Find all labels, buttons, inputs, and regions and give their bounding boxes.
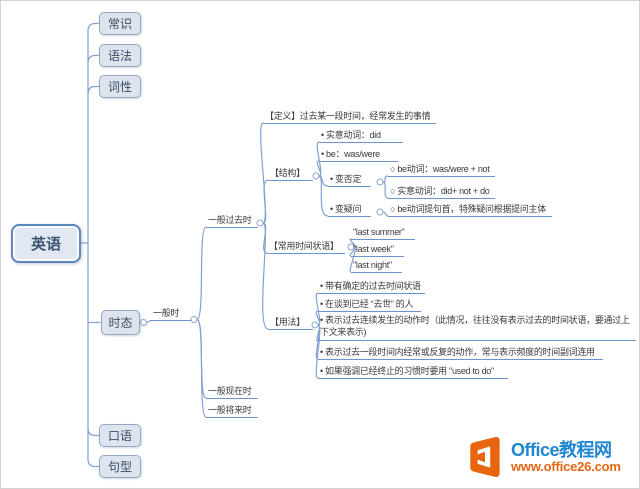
root-topic-english[interactable]: 英语 <box>11 224 81 263</box>
node-negative-be-rule[interactable]: ○ be动词：was/were + not <box>388 163 496 177</box>
node-past-usage-label[interactable]: 【用法】 <box>268 316 313 330</box>
branch-line <box>87 54 99 64</box>
collapse-toggle[interactable] <box>311 321 319 329</box>
node-time-last-summer[interactable]: "last summer" <box>351 226 415 240</box>
branch-line <box>87 85 99 95</box>
branch-line <box>87 427 99 437</box>
node-structure-negative[interactable]: • 变否定 <box>328 173 372 187</box>
branch-line <box>315 324 321 379</box>
node-simple-future[interactable]: 一般将来时 <box>206 404 258 418</box>
node-negative-verb-rule[interactable]: ○ 实意动词：did+ not + do <box>388 185 496 199</box>
node-general-tense[interactable]: 一般时 <box>151 307 192 321</box>
node-simple-present[interactable]: 一般现在时 <box>206 385 258 399</box>
node-time-adverbial-label[interactable]: 【常用时间状语】 <box>267 240 345 254</box>
node-past-definition[interactable]: 【定义】过去某一段时间，经常发生的事情 <box>263 110 437 124</box>
collapse-toggle[interactable] <box>347 243 355 251</box>
branch-line <box>262 222 269 330</box>
collapse-toggle[interactable] <box>256 219 264 227</box>
branch-line <box>318 175 329 217</box>
node-usage-item-3[interactable]: • 表示过去连续发生的动作时（此情况，往往没有表示过去的时间状语，要通过上下文来… <box>318 314 636 341</box>
node-structure-be[interactable]: • be：was/were <box>319 148 398 162</box>
collapse-toggle[interactable] <box>140 319 147 326</box>
node-question-rule[interactable]: ○ be动词提句首，特殊疑问根据提问主体 <box>388 203 552 217</box>
office-logo-icon <box>470 437 500 477</box>
collapse-toggle[interactable] <box>376 178 384 186</box>
topic-parts-of-speech[interactable]: 词性 <box>99 75 141 98</box>
branch-line <box>196 226 207 321</box>
branch-line <box>87 458 99 468</box>
topic-common-knowledge[interactable]: 常识 <box>99 12 141 35</box>
branch-line <box>196 318 207 418</box>
branch-line <box>146 319 152 324</box>
node-usage-item-2[interactable]: • 在谈到已经 “去世” 的人 <box>318 298 422 312</box>
branch-line <box>316 160 322 177</box>
collapse-toggle[interactable] <box>376 208 384 216</box>
branch-line <box>262 179 269 224</box>
node-time-last-night[interactable]: "last night" <box>351 259 402 273</box>
node-simple-past[interactable]: 一般过去时 <box>206 214 258 228</box>
node-usage-item-1[interactable]: • 带有确定的过去时间状语 <box>318 280 425 294</box>
node-time-last-week[interactable]: "last week" <box>351 243 404 257</box>
branch-line <box>87 22 99 32</box>
branch-line <box>349 246 356 273</box>
topic-sentence-patterns[interactable]: 句型 <box>99 455 141 478</box>
topic-grammar[interactable]: 语法 <box>99 44 141 67</box>
topic-tense[interactable]: 时态 <box>101 310 140 335</box>
watermark-url: www.office26.com <box>511 459 621 474</box>
branch-line <box>315 310 321 326</box>
collapse-toggle[interactable] <box>312 172 320 180</box>
branch-line <box>382 211 389 217</box>
topic-spoken-english[interactable]: 口语 <box>99 424 141 447</box>
collapse-toggle[interactable] <box>190 316 198 323</box>
node-past-structure[interactable]: 【结构】 <box>268 167 313 181</box>
node-usage-item-4[interactable]: • 表示过去一段时间内经常或反复的动作，常与表示频度的时间副词连用 <box>318 346 603 360</box>
node-structure-notional-verb[interactable]: • 实意动词：did <box>319 129 403 143</box>
watermark: Office教程网 www.office26.com <box>465 435 621 479</box>
branch-line <box>260 122 266 224</box>
node-usage-item-5[interactable]: • 如果强调已经终止的习惯时要用 "used to do" <box>318 365 508 379</box>
node-structure-question[interactable]: • 变疑问 <box>328 203 372 217</box>
branch-line <box>382 181 389 199</box>
watermark-brand: Office教程网 <box>511 440 612 460</box>
